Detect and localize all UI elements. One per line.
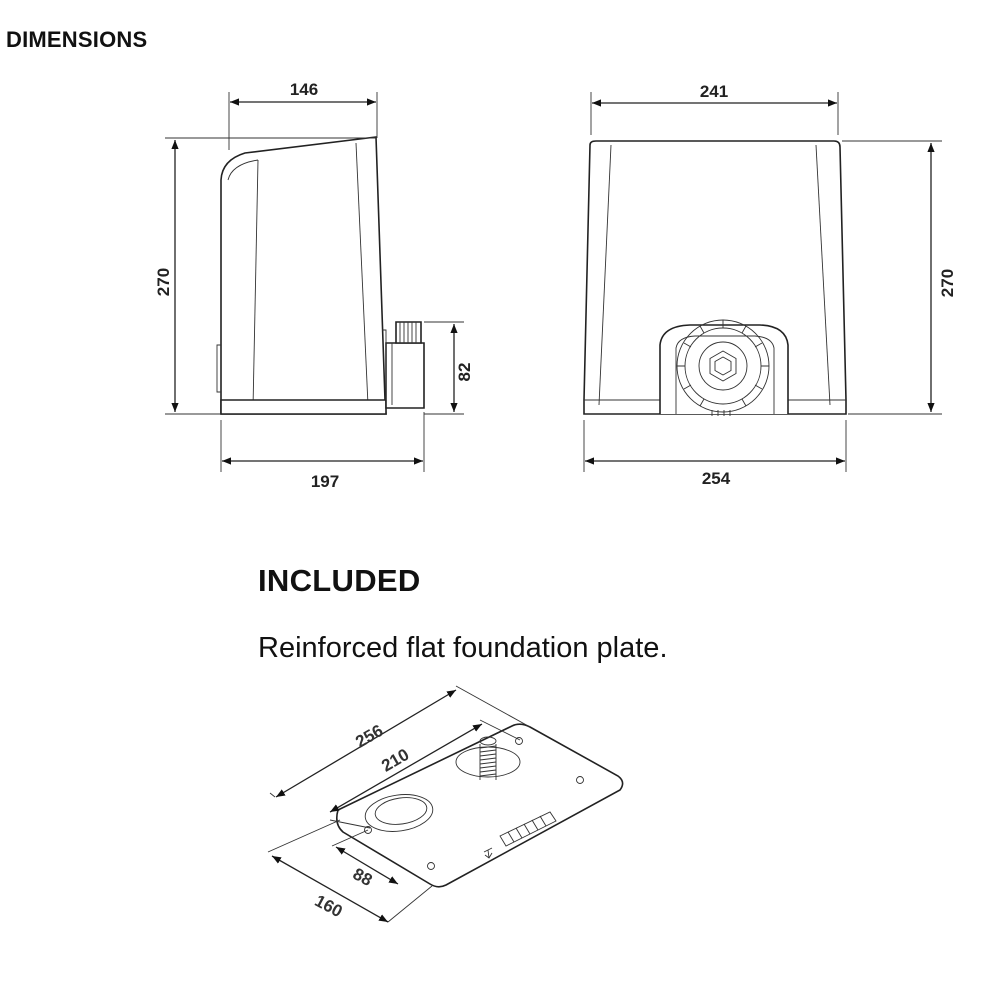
foundation-plate: 256 210 88 160 <box>267 685 624 923</box>
side-view: 146 270 197 82 <box>154 80 474 491</box>
included-description: Reinforced flat foundation plate. <box>258 632 668 664</box>
dim-label-82: 82 <box>455 363 474 382</box>
dim-label-270-side: 270 <box>154 268 173 296</box>
included-heading: INCLUDED <box>258 563 421 598</box>
dim-label-197: 197 <box>311 472 339 491</box>
pinion-gear-icon <box>676 319 770 416</box>
dim-label-241: 241 <box>700 82 728 101</box>
plate-dim-line-210 <box>329 723 483 813</box>
plate-dim-label-256: 256 <box>352 721 386 752</box>
dimensions-heading: DIMENSIONS <box>6 27 148 52</box>
dim-label-270-front: 270 <box>938 269 957 297</box>
plate-dim-label-210: 210 <box>378 745 412 776</box>
dim-label-254: 254 <box>702 469 731 488</box>
dim-label-146: 146 <box>290 80 318 99</box>
plate-dim-line-160 <box>271 855 389 923</box>
front-view: 241 270 254 <box>583 82 957 488</box>
